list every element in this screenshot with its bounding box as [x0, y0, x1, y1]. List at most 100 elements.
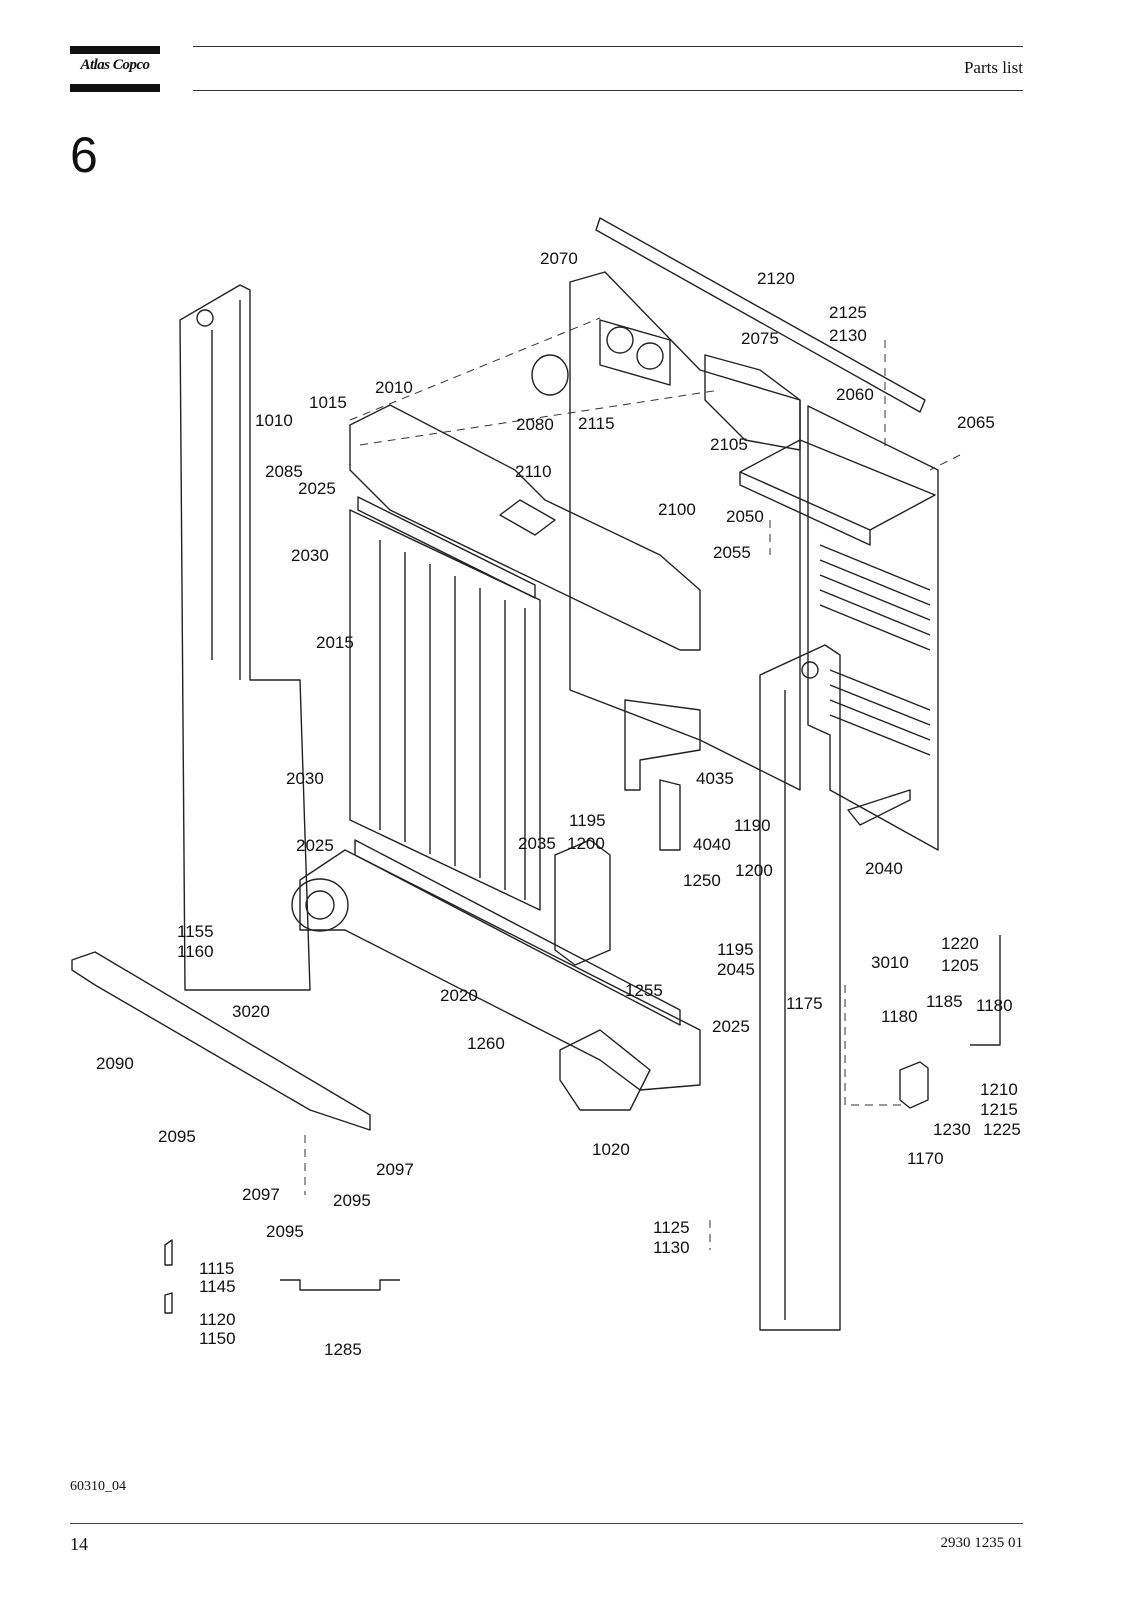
plug-1115 — [164, 1239, 173, 1266]
callout-1200-right: 1200 — [735, 861, 773, 880]
logo-text: Atlas Copco — [80, 57, 150, 73]
logo-bar-top — [70, 46, 160, 54]
callout-1215: 1215 — [980, 1100, 1018, 1119]
callout-2020: 2020 — [440, 986, 478, 1005]
callout-1255: 1255 — [625, 981, 663, 1000]
gasket-bottom — [354, 839, 681, 1026]
callout-2040: 2040 — [865, 859, 903, 878]
callout-2115: 2115 — [578, 414, 615, 433]
hose-1220 — [970, 935, 1001, 1046]
rear-housing-panel — [599, 319, 671, 386]
callout-2050: 2050 — [726, 507, 764, 526]
callout-2030-bottom: 2030 — [286, 769, 324, 788]
callout-1285: 1285 — [324, 1340, 362, 1359]
callout-2130: 2130 — [829, 326, 867, 345]
callout-2097-left: 2097 — [242, 1185, 280, 1204]
callout-1200-left: 1200 — [567, 834, 605, 853]
callout-1220: 1220 — [941, 934, 979, 953]
header-title: Parts list — [963, 58, 1023, 77]
radiator-core-part — [349, 509, 541, 911]
header-rule-top — [193, 46, 1023, 47]
gasket-top — [357, 496, 536, 599]
callout-1010: 1010 — [255, 411, 293, 430]
callout-4035: 4035 — [696, 769, 734, 788]
callout-1175: 1175 — [786, 994, 823, 1013]
callout-2025-top: 2025 — [298, 479, 336, 498]
callout-1185: 1185 — [926, 992, 963, 1011]
callout-labels: 2070 2120 2125 2130 2075 2010 1015 1010 … — [96, 249, 1021, 1359]
page-number: 14 — [70, 1534, 88, 1554]
callout-2095-bottom: 2095 — [266, 1222, 304, 1241]
callout-3020: 3020 — [232, 1002, 270, 1021]
section-number: 6 — [70, 127, 98, 183]
callout-1145: 1145 — [199, 1277, 236, 1296]
louvre-bottom — [829, 669, 931, 756]
callout-1125: 1125 — [653, 1218, 690, 1237]
callout-1205: 1205 — [941, 956, 979, 975]
callout-2055: 2055 — [713, 543, 751, 562]
callout-1230: 1230 — [933, 1120, 971, 1139]
callout-2080: 2080 — [516, 415, 554, 434]
callout-2045: 2045 — [717, 960, 755, 979]
bottom-header-part — [299, 849, 701, 1091]
callout-2125: 2125 — [829, 303, 867, 322]
header-rule-bottom — [193, 90, 1023, 91]
callout-1170: 1170 — [907, 1149, 944, 1168]
callout-2015: 2015 — [316, 633, 354, 652]
callout-2105: 2105 — [710, 435, 748, 454]
callout-1130: 1130 — [653, 1238, 690, 1257]
callout-1120: 1120 — [199, 1310, 236, 1329]
left-upright-part — [179, 284, 311, 991]
valve-block-part — [899, 1061, 929, 1109]
callout-2065: 2065 — [957, 413, 995, 432]
cable-part — [280, 1279, 400, 1291]
callout-1015: 1015 — [309, 393, 347, 412]
callout-1195-lower: 1195 — [717, 940, 754, 959]
rear-housing-part — [569, 271, 801, 791]
callout-2025-mid: 2025 — [296, 836, 334, 855]
callout-2095-mid: 2095 — [333, 1191, 371, 1210]
callout-2025-bottom: 2025 — [712, 1017, 750, 1036]
callout-2085: 2085 — [265, 462, 303, 481]
box-part — [554, 839, 611, 966]
callout-2010: 2010 — [375, 378, 413, 397]
callout-2100: 2100 — [658, 500, 696, 519]
louvre-top — [819, 544, 931, 651]
side-panel-part — [807, 405, 939, 851]
callout-2097-right: 2097 — [376, 1160, 414, 1179]
logo-bar-bottom — [70, 84, 160, 92]
document-number: 2930 1235 01 — [940, 1535, 1024, 1551]
callout-1250: 1250 — [683, 871, 721, 890]
callout-2095-left: 2095 — [158, 1127, 196, 1146]
plug-1120 — [164, 1292, 173, 1314]
callout-2075: 2075 — [741, 329, 779, 348]
radiator-header-part — [349, 404, 701, 651]
callout-2030-top: 2030 — [291, 546, 329, 565]
callout-1160: 1160 — [177, 942, 214, 961]
callout-2035: 2035 — [518, 834, 556, 853]
outlet-elbow — [559, 1029, 651, 1111]
callout-1150: 1150 — [199, 1329, 236, 1348]
callout-2110: 2110 — [515, 462, 552, 481]
callout-1225: 1225 — [983, 1120, 1021, 1139]
callout-1210: 1210 — [980, 1080, 1018, 1099]
atlas-copco-logo: Atlas Copco — [70, 46, 160, 92]
footer-rule — [70, 1523, 1023, 1524]
base-plate-part — [71, 951, 371, 1131]
callout-2090: 2090 — [96, 1054, 134, 1073]
callout-2060: 2060 — [836, 385, 874, 404]
top-rail-part — [595, 217, 926, 413]
shelf-part — [739, 439, 936, 531]
pipe-part — [624, 699, 701, 791]
valve-part — [659, 779, 681, 851]
callout-1180-right: 1180 — [976, 996, 1013, 1015]
right-upright-part — [759, 644, 841, 1331]
callout-1155: 1155 — [177, 922, 214, 941]
callout-1020: 1020 — [592, 1140, 630, 1159]
callout-2070: 2070 — [540, 249, 578, 268]
figure-code: 60310_04 — [70, 1479, 126, 1494]
bracket-2075 — [704, 354, 801, 451]
callout-1180-left: 1180 — [881, 1007, 918, 1026]
callout-4040: 4040 — [693, 835, 731, 854]
